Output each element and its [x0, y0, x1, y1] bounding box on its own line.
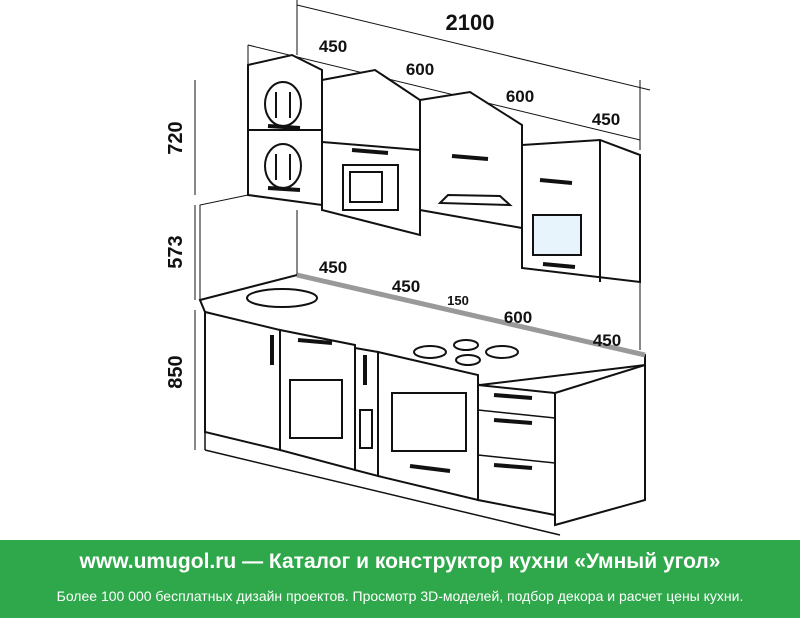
handle [351, 148, 389, 155]
plinth-line [204, 449, 561, 536]
handle [493, 463, 533, 470]
oven-door-icon [391, 392, 467, 452]
handle [267, 186, 301, 192]
base-cabinet-drawers [477, 383, 556, 517]
drawer-divider [477, 454, 556, 464]
upper-cabinet-2-divider [321, 141, 421, 151]
hood-icon [437, 193, 513, 207]
dim-counter-1: 450 [319, 258, 347, 277]
base-cabinets [204, 310, 646, 527]
base-cabinet-side [554, 363, 646, 527]
handle [409, 464, 451, 473]
handle [493, 393, 533, 400]
oven-window-icon [532, 214, 582, 256]
dim-upper-1: 450 [319, 37, 347, 56]
dim-counter-5: 450 [593, 331, 621, 350]
sink-icon [246, 288, 318, 308]
hob-burner-icon [485, 345, 519, 359]
dim-height-base: 850 [165, 355, 187, 388]
dim-guide-line [296, 4, 651, 91]
dim-height-gap: 573 [165, 235, 187, 268]
hob-burner-icon [413, 345, 447, 359]
handle [542, 262, 576, 269]
handle [493, 418, 533, 425]
dim-counter-2: 450 [392, 277, 420, 296]
dim-guide-line [247, 44, 641, 141]
hob-burner-icon [455, 354, 481, 366]
banner-subtitle: Более 100 000 бесплатных дизайн проектов… [56, 588, 744, 604]
bottle-icon [359, 409, 373, 449]
dim-counter-3: 150 [447, 293, 469, 308]
microwave-window [349, 171, 383, 203]
dim-upper-4: 450 [592, 110, 620, 129]
upper-cabinet-3 [419, 90, 523, 230]
side-wall [199, 194, 249, 300]
handle [267, 124, 301, 130]
upper-cabinet-4 [521, 138, 641, 284]
upper-cabinet-1-top [247, 53, 323, 131]
handle [451, 154, 489, 161]
hob-burner-icon [453, 339, 479, 351]
backsplash-edge [296, 272, 646, 358]
dishwasher-panel-icon [289, 379, 343, 439]
kitchen-diagram: 2100 450 600 600 450 450 450 150 600 450… [165, 0, 651, 536]
base-cabinet-1 [204, 310, 281, 452]
handle [539, 178, 573, 185]
microwave-icon [342, 164, 399, 211]
dim-upper-3: 600 [506, 87, 534, 106]
handle [297, 338, 333, 345]
drawer-divider [477, 409, 556, 419]
dim-counter-4: 600 [504, 308, 532, 327]
banner-title[interactable]: www.umugol.ru — Каталог и конструктор ку… [79, 550, 721, 573]
footer-banner: www.umugol.ru — Каталог и конструктор ку… [0, 540, 800, 618]
dim-height-upper: 720 [165, 121, 187, 154]
upper-cabinet-1-bottom [247, 129, 323, 207]
dim-total-width: 2100 [446, 10, 495, 35]
kitchen-drawing: 2100 450 600 600 450 450 450 150 600 450… [165, 0, 651, 536]
dim-upper-2: 600 [406, 60, 434, 79]
